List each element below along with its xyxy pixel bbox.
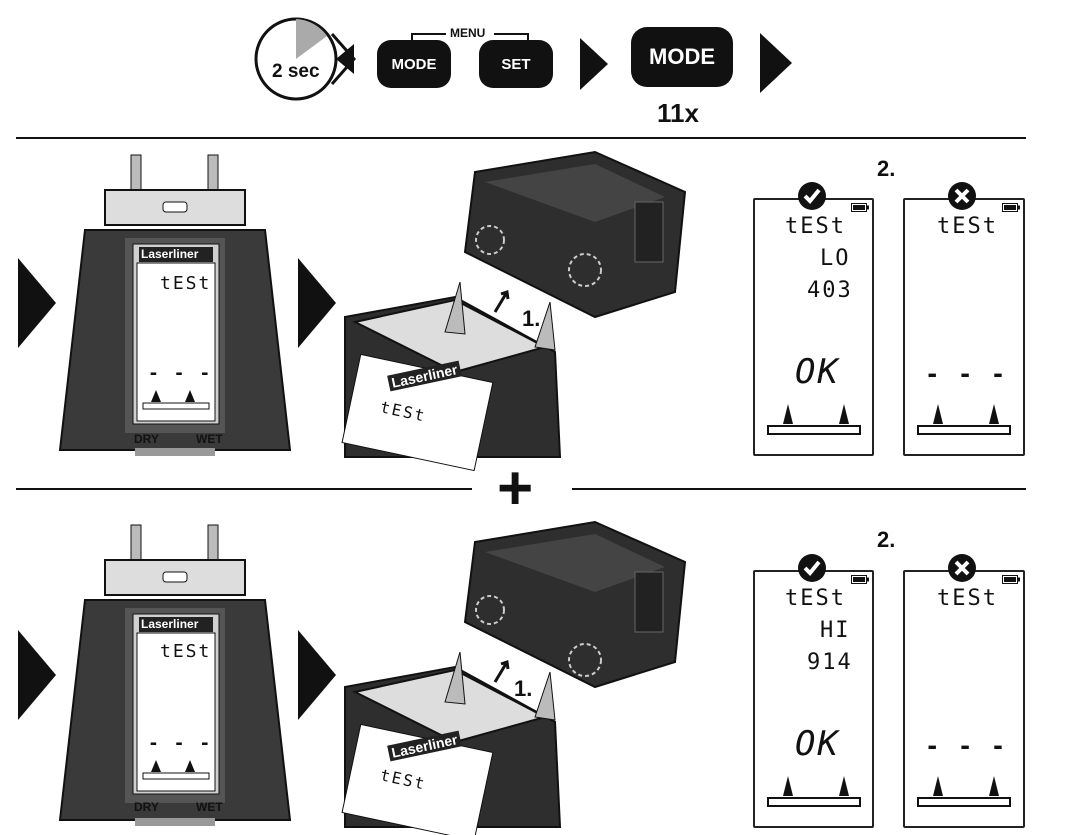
step-2-label: 2.: [877, 156, 896, 181]
dry-label: DRY: [134, 432, 159, 446]
repeat-count: 11x: [657, 98, 699, 128]
device-display-text: tESt: [160, 273, 212, 294]
step-1-label: 1.: [522, 306, 541, 331]
device-display-text: tESt: [160, 641, 212, 662]
timer-icon: [254, 17, 356, 101]
result-status: OK: [795, 352, 840, 392]
plus-icon: +: [497, 454, 534, 523]
result-line-1: tESt: [937, 586, 998, 611]
check-icon: [798, 554, 826, 582]
wet-label: WET: [196, 432, 223, 446]
arrow-right-icon: [580, 38, 608, 90]
menu-label: MENU: [450, 26, 486, 40]
result-line-3: 914: [807, 650, 853, 675]
result-panel-ok: tESt LO 403 OK: [753, 198, 874, 456]
result-panel-fail: tESt - - -: [903, 198, 1025, 456]
result-line-2: LO: [820, 246, 851, 271]
step-1-label: 1.: [514, 676, 533, 701]
device-brand-label: Laserliner: [141, 247, 199, 261]
mode-button-large[interactable]: MODE: [631, 27, 733, 87]
device-display-dashes: - - -: [148, 363, 213, 384]
result-line-1: tESt: [785, 214, 846, 239]
dry-label: DRY: [134, 800, 159, 814]
result-status: - - -: [925, 732, 1008, 760]
step-2-label: 2.: [877, 527, 896, 552]
moisture-meter-device: [58, 154, 292, 456]
result-line-3: 403: [807, 278, 853, 303]
probe-icon: [917, 404, 1011, 435]
menu-bracket: [411, 33, 529, 42]
arrow-right-icon: [298, 258, 336, 348]
battery-icon: [851, 575, 869, 584]
cross-icon: [948, 182, 976, 210]
arrow-right-icon: [18, 258, 56, 348]
calibration-test-illustration: [341, 520, 687, 835]
moisture-meter-device: [58, 524, 292, 826]
probe-icon: [917, 776, 1011, 807]
mode-button[interactable]: MODE: [377, 40, 451, 88]
result-line-2: HI: [820, 618, 851, 643]
device-brand-label: Laserliner: [141, 617, 199, 631]
device-display-dashes: - - -: [148, 733, 213, 754]
result-panel-fail: tESt - - -: [903, 570, 1025, 828]
battery-icon: [1002, 575, 1020, 584]
result-panel-ok: tESt HI 914 OK: [753, 570, 874, 828]
battery-icon: [851, 203, 869, 212]
cross-icon: [948, 554, 976, 582]
wet-label: WET: [196, 800, 223, 814]
divider-middle-right: [572, 488, 1026, 490]
probe-icon: [767, 404, 861, 435]
check-icon: [798, 182, 826, 210]
divider-top: [16, 137, 1026, 139]
timer-label: 2 sec: [272, 61, 320, 82]
result-status: - - -: [925, 360, 1008, 388]
result-line-1: tESt: [785, 586, 846, 611]
divider-middle-left: [16, 488, 472, 490]
arrow-right-icon: [18, 630, 56, 720]
arrow-right-icon: [760, 33, 792, 93]
result-status: OK: [795, 724, 840, 764]
probe-icon: [767, 776, 861, 807]
set-button[interactable]: SET: [479, 40, 553, 88]
result-line-1: tESt: [937, 214, 998, 239]
arrow-right-icon: [298, 630, 336, 720]
battery-icon: [1002, 203, 1020, 212]
